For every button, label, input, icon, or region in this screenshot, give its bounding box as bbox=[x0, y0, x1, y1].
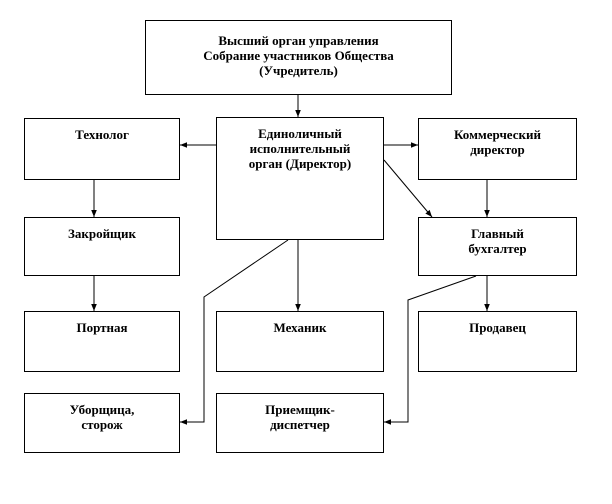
box-cutter: Закройщик bbox=[24, 217, 180, 276]
box-text-line: бухгалтер bbox=[468, 241, 527, 256]
box-text-line: Закройщик bbox=[67, 226, 137, 241]
box-seller: Продавец bbox=[418, 311, 577, 372]
box-seamstress: Портная bbox=[24, 311, 180, 372]
box-technologist: Технолог bbox=[24, 118, 180, 180]
box-text-line: Портная bbox=[76, 320, 128, 335]
box-text-line: (Учредитель) bbox=[259, 63, 338, 78]
box-text-line: Высший орган управления bbox=[218, 33, 379, 48]
arrow-director-to-accountant bbox=[383, 159, 433, 218]
box-text-line: Собрание участников Общества bbox=[203, 48, 394, 63]
box-text-line: Коммерческий bbox=[454, 127, 541, 142]
box-receiver-dispatcher: Приемщик- диспетчер bbox=[216, 393, 384, 453]
box-text-line: директор bbox=[470, 142, 525, 157]
box-text-line: сторож bbox=[81, 417, 123, 432]
box-supreme-body: Высший орган управления Собрание участни… bbox=[145, 20, 452, 95]
box-chief-accountant: Главный бухгалтер bbox=[418, 217, 577, 276]
box-text-line: Приемщик- bbox=[265, 402, 335, 417]
box-text-line: Главный bbox=[471, 226, 524, 241]
box-cleaner-guard: Уборщица, сторож bbox=[24, 393, 180, 453]
box-commercial-director: Коммерческий директор bbox=[418, 118, 577, 180]
box-text-line: Единоличный bbox=[258, 126, 342, 141]
arrow-accountant-to-dispatcher bbox=[384, 275, 477, 425]
box-mechanic: Механик bbox=[216, 311, 384, 372]
box-text-line: Уборщица, bbox=[69, 402, 135, 417]
box-director: Единоличный исполнительный орган (Директ… bbox=[216, 117, 384, 240]
box-text-line: орган (Директор) bbox=[248, 156, 352, 171]
box-text-line: Технолог bbox=[75, 127, 129, 142]
box-text-line: Механик bbox=[273, 320, 327, 335]
arrow-director-to-cleaner bbox=[180, 239, 289, 425]
box-text-line: исполнительный bbox=[249, 141, 351, 156]
box-text-line: Продавец bbox=[469, 320, 526, 335]
box-text-line: диспетчер bbox=[270, 417, 330, 432]
